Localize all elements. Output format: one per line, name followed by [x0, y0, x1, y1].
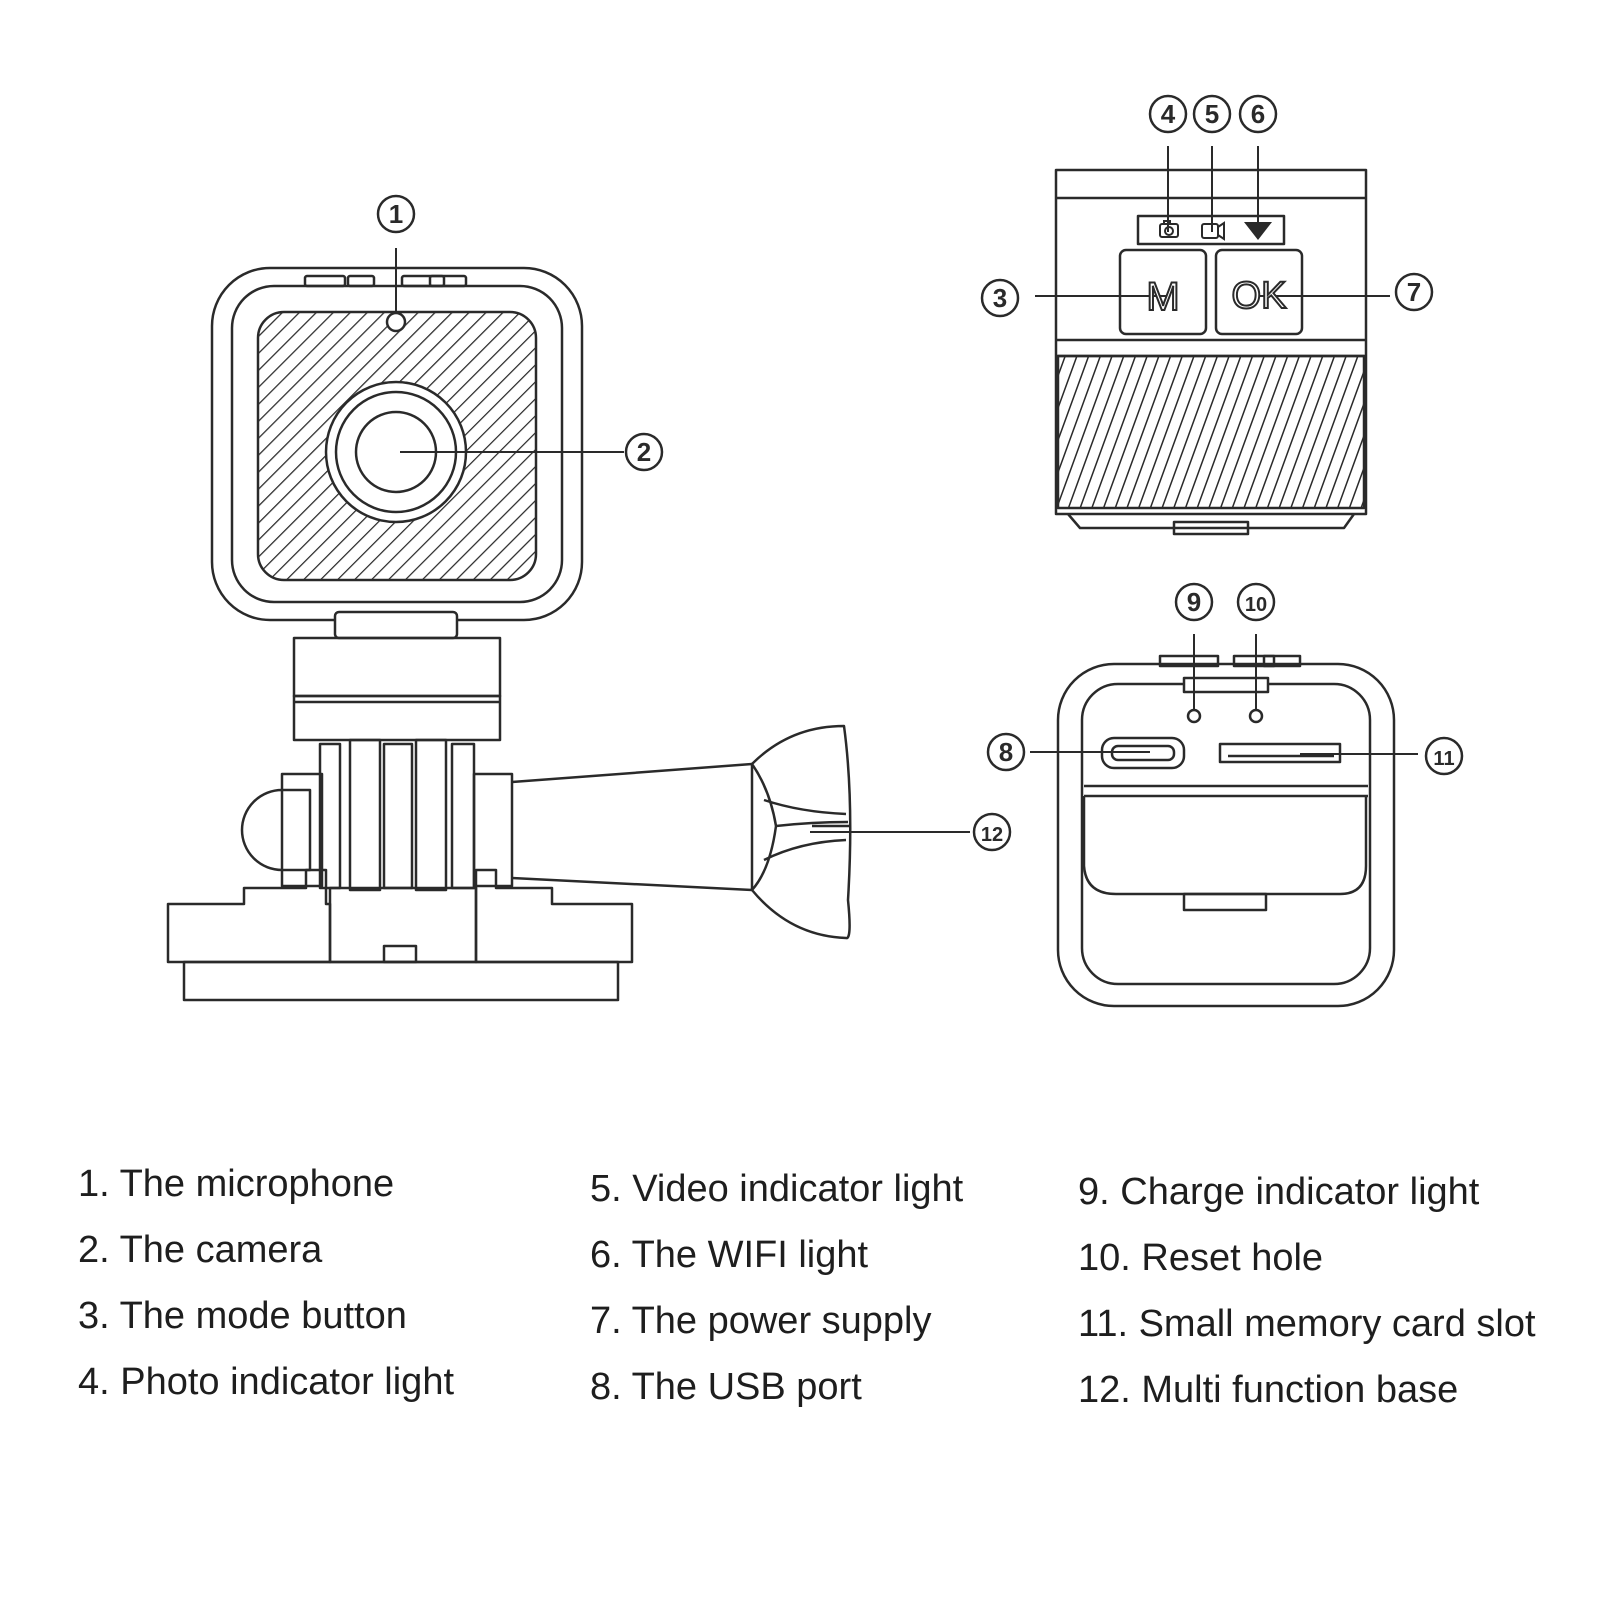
legend-item: 7. The power supply — [590, 1300, 932, 1342]
legend-item: 6. The WIFI light — [590, 1234, 869, 1276]
callout-number: 10 — [1245, 594, 1267, 616]
legend-item: 4. Photo indicator light — [78, 1361, 455, 1403]
camera-bottom-view — [1056, 654, 1396, 1008]
callout-3: 3 — [980, 278, 1020, 318]
ok-button-label: OK — [1232, 275, 1287, 317]
legend-item: 12. Multi function base — [1078, 1369, 1459, 1411]
callout-number: 6 — [1251, 99, 1265, 129]
charge-indicator-light — [1186, 708, 1202, 724]
callout-5: 5 — [1192, 94, 1232, 134]
callout-1: 1 — [376, 194, 416, 234]
mode-button[interactable] — [1118, 248, 1208, 336]
legend-item: 11. Small memory card slot — [1078, 1303, 1536, 1345]
legend-column-2: 5. Video indicator light 6. The WIFI lig… — [590, 1165, 963, 1429]
mode-button-label: M — [1146, 275, 1179, 319]
legend-item: 9. Charge indicator light — [1078, 1171, 1480, 1213]
microphone-hole — [385, 311, 407, 333]
ok-power-button[interactable] — [1214, 248, 1304, 336]
legend-item: 10. Reset hole — [1078, 1237, 1324, 1279]
camera-front-view — [210, 266, 584, 742]
legend-item: 3. The mode button — [78, 1295, 407, 1337]
callout-11: 11 — [1424, 736, 1464, 776]
legend-item: 1. The microphone — [78, 1163, 395, 1205]
callout-4: 4 — [1148, 94, 1188, 134]
callout-7: 7 — [1394, 272, 1434, 312]
callout-8: 8 — [986, 732, 1026, 772]
video-camera-icon — [1201, 221, 1225, 241]
legend-item: 5. Video indicator light — [590, 1168, 964, 1210]
callout-number: 8 — [999, 737, 1013, 767]
callout-number: 5 — [1205, 99, 1219, 129]
legend-item: 8. The USB port — [590, 1366, 862, 1408]
callout-10: 10 — [1236, 582, 1276, 622]
callout-2: 2 — [624, 432, 664, 472]
reset-hole — [1248, 708, 1264, 724]
wifi-icon — [1244, 222, 1272, 240]
callout-6: 6 — [1238, 94, 1278, 134]
callout-number: 12 — [981, 824, 1003, 846]
legend-column-3: 9. Charge indicator light 10. Reset hole… — [1078, 1168, 1536, 1432]
callout-number: 1 — [389, 199, 403, 229]
callout-number: 4 — [1161, 99, 1176, 129]
callout-12: 12 — [972, 812, 1012, 852]
callout-number: 9 — [1187, 587, 1201, 617]
legend-item: 2. The camera — [78, 1229, 323, 1271]
multi-function-base — [166, 724, 852, 1002]
callout-9: 9 — [1174, 582, 1214, 622]
callout-number: 11 — [1433, 748, 1454, 770]
leader-lines — [395, 146, 1418, 833]
callout-number: 7 — [1407, 277, 1421, 307]
callout-number: 2 — [637, 437, 651, 467]
camera-photo-icon — [1159, 220, 1179, 238]
legend-column-1: 1. The microphone 2. The camera 3. The m… — [78, 1160, 454, 1424]
callout-number: 3 — [993, 283, 1007, 313]
